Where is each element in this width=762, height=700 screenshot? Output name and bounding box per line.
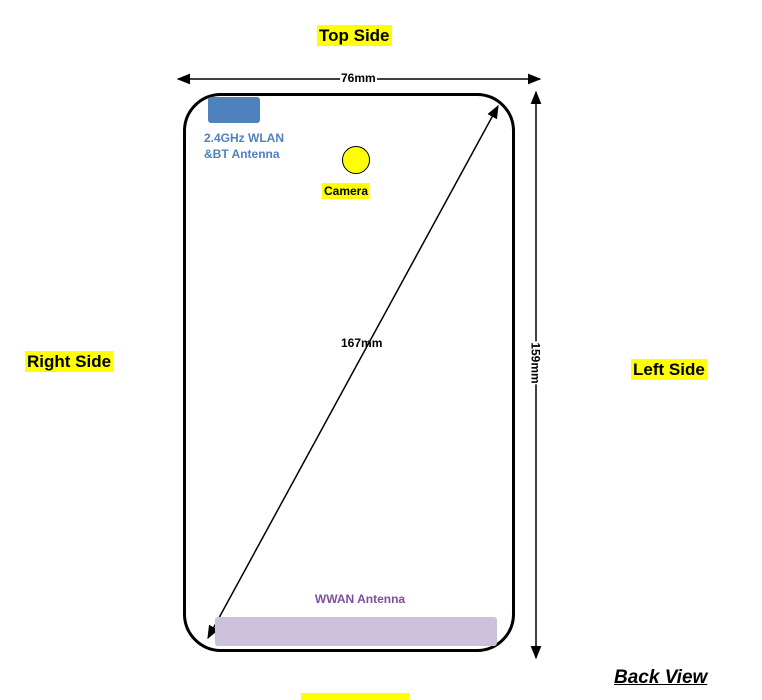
wwan-antenna-label: WWAN Antenna	[314, 592, 406, 606]
wlan-bt-antenna-label: 2.4GHz WLAN &BT Antenna	[204, 131, 285, 161]
left-side-label: Left Side	[631, 359, 707, 380]
diagonal-dimension-label: 167mm	[341, 336, 383, 350]
top-side-label: Top Side	[317, 25, 392, 46]
diagonal-arrow	[207, 104, 499, 640]
bottom-side-label-partial	[301, 693, 409, 700]
wwan-antenna-block	[215, 617, 497, 646]
wlan-bt-antenna-block	[208, 97, 260, 123]
right-side-label: Right Side	[25, 351, 114, 372]
width-dimension-label: 76mm	[340, 71, 377, 85]
camera-label: Camera	[322, 183, 371, 199]
camera-icon	[342, 146, 370, 174]
phone-back-outline	[183, 93, 515, 652]
view-title: Back View	[614, 667, 708, 688]
height-dimension-label: 159mm	[528, 341, 543, 385]
